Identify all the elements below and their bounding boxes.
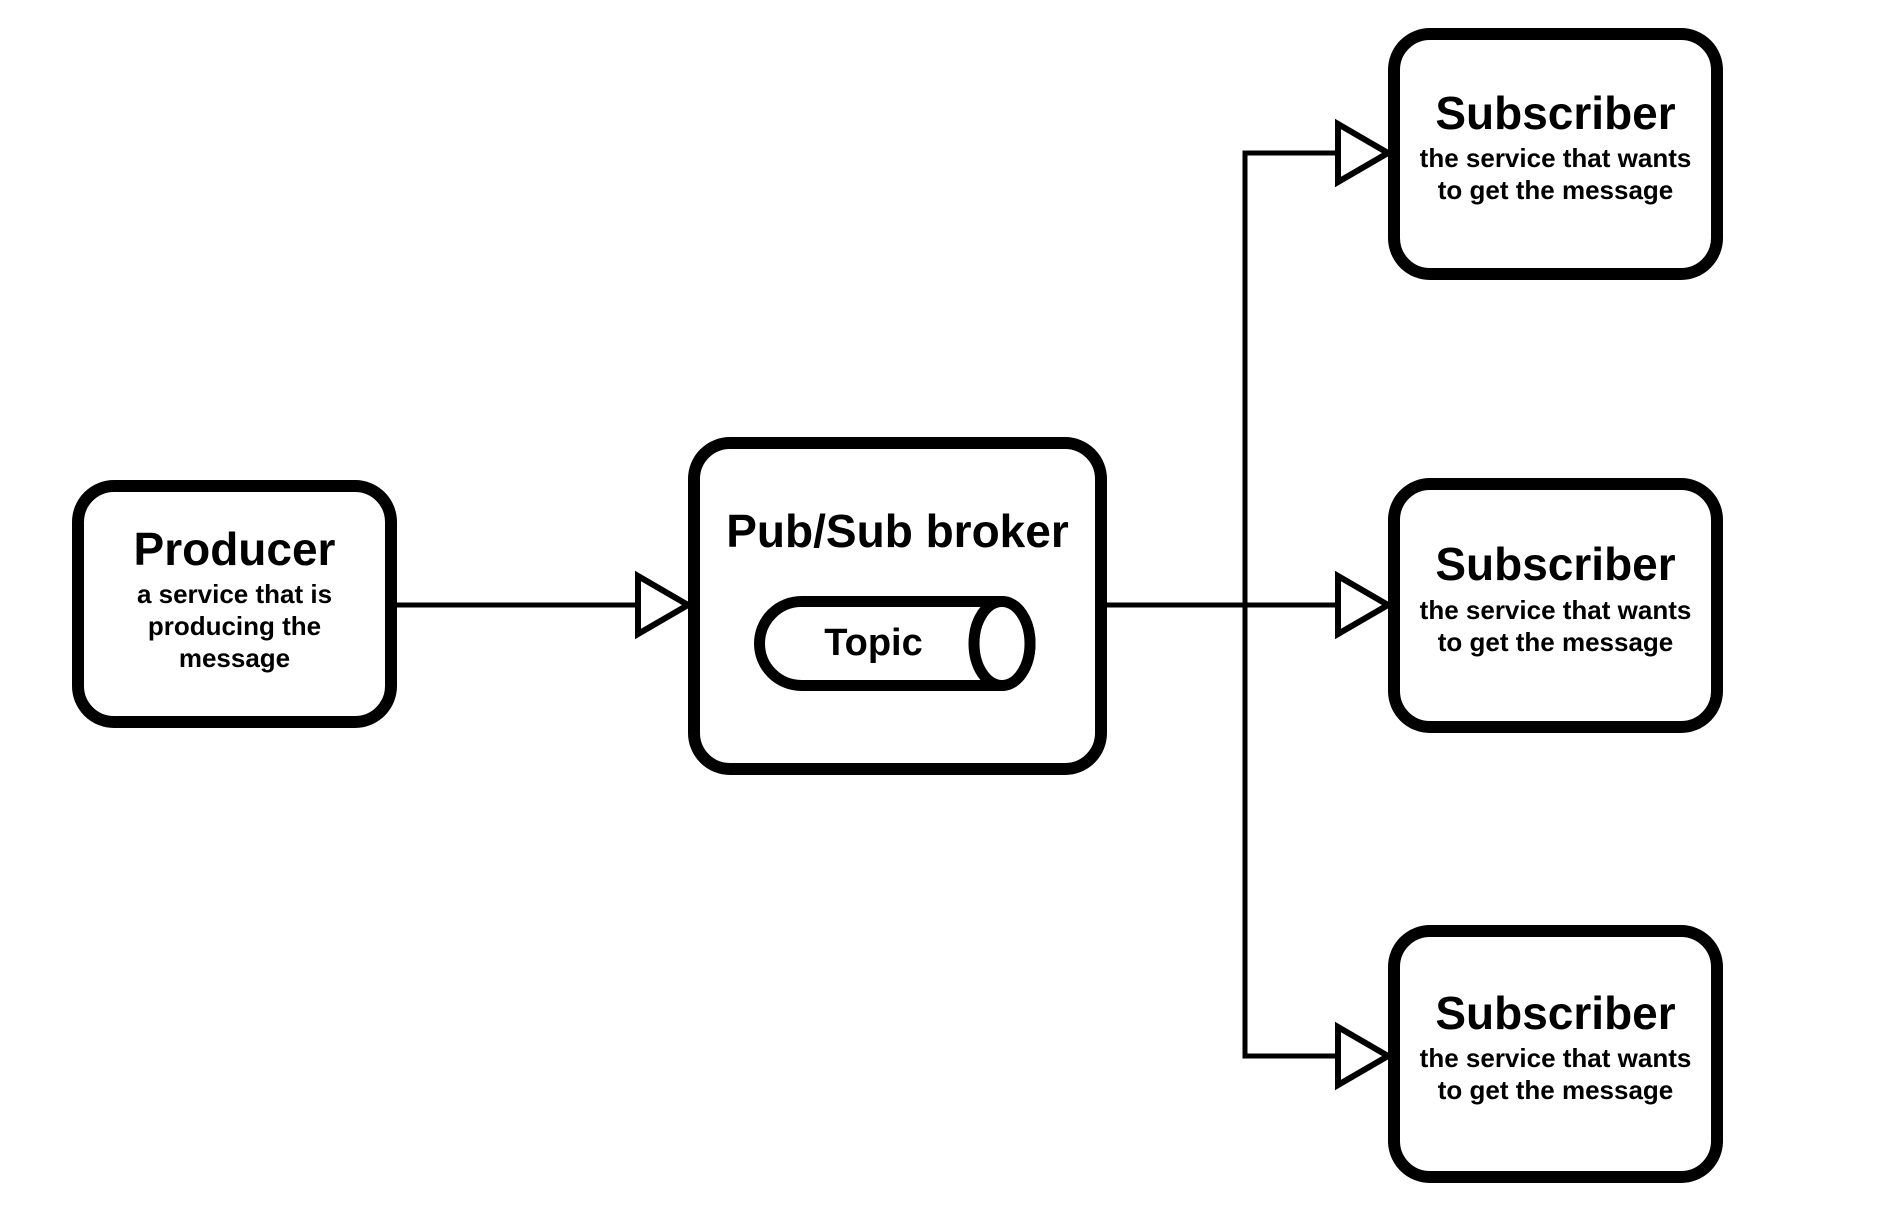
subscriber-node-1: Subscriber the service that wants to get… (1388, 28, 1723, 280)
edge-broker-fork-trunk-line (1242, 150, 1352, 1059)
subscriber-node-3: Subscriber the service that wants to get… (1388, 925, 1723, 1183)
topic-cylinder-shape (753, 595, 1035, 691)
arrowhead-to-subscriber-1-icon (1335, 118, 1394, 188)
topic-label: Topic (824, 621, 923, 664)
subscriber-node-2: Subscriber the service that wants to get… (1388, 478, 1723, 733)
subscriber-2-title: Subscriber (1435, 538, 1676, 591)
subscriber-3-subtitle: the service that wants to get the messag… (1419, 1043, 1692, 1106)
broker-title: Pub/Sub broker (726, 505, 1069, 558)
arrowhead-to-subscriber-2-icon (1335, 570, 1394, 640)
broker-node: Pub/Sub broker Topic (688, 437, 1107, 775)
topic-cylinder: Topic (753, 595, 1042, 691)
topic-cylinder-lid (968, 595, 1035, 691)
subscriber-1-title: Subscriber (1435, 86, 1676, 139)
arrowhead-to-subscriber-3-icon (1335, 1021, 1394, 1091)
arrowhead-to-broker-icon (635, 570, 694, 640)
producer-title: Producer (133, 522, 336, 575)
subscriber-1-subtitle: the service that wants to get the messag… (1419, 143, 1692, 206)
subscriber-3-title: Subscriber (1435, 986, 1676, 1039)
producer-subtitle: a service that is producing the message (136, 579, 333, 674)
subscriber-2-subtitle: the service that wants to get the messag… (1419, 594, 1692, 657)
producer-node: Producer a service that is producing the… (72, 480, 397, 728)
